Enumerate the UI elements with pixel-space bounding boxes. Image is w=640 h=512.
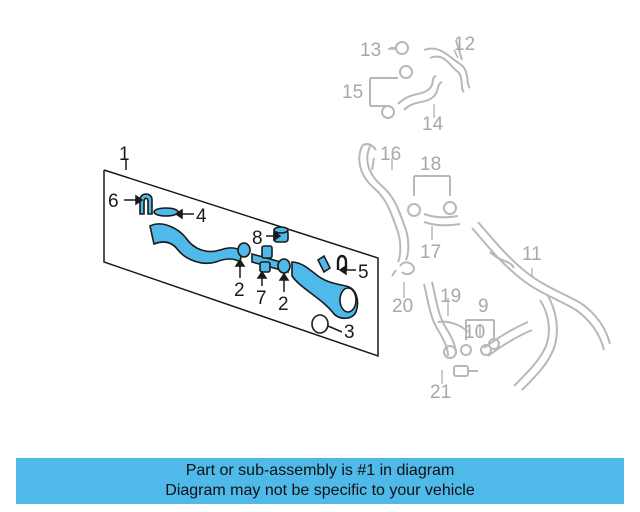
- callout-2-left: 2: [234, 280, 245, 301]
- part-20-clamp: [391, 261, 416, 277]
- info-banner: Part or sub-assembly is #1 in diagram Di…: [16, 458, 624, 504]
- part-21-sensor: [443, 345, 478, 377]
- main-callouts: 1 6 4 8 5 2 7 2 3: [108, 144, 369, 343]
- part-3-oring: [311, 314, 329, 334]
- callout-4: 4: [196, 206, 207, 227]
- part-outlet-mouth: [339, 287, 357, 313]
- callout-9: 9: [478, 296, 489, 317]
- callout-13: 13: [360, 40, 381, 61]
- callout-16: 16: [380, 144, 401, 165]
- part-13-clamp: [390, 41, 409, 55]
- part-18-clips: [407, 201, 457, 217]
- part-5-hose: [336, 254, 348, 270]
- callout-10: 10: [464, 322, 485, 343]
- part-9-hose: [480, 321, 533, 357]
- callout-5: 5: [358, 262, 369, 283]
- callout-14: 14: [422, 114, 444, 135]
- callout-11: 11: [522, 244, 542, 265]
- part-15-bracket: [369, 77, 398, 107]
- callout-21: 21: [430, 382, 451, 403]
- part-2-clamp-right: [277, 258, 291, 274]
- callout-18: 18: [420, 154, 441, 175]
- part-16-pipe: [358, 143, 410, 263]
- callout-2-right: 2: [278, 294, 289, 315]
- callout-6: 6: [108, 191, 119, 212]
- callout-8: 8: [252, 228, 263, 249]
- gray-parts-group: [358, 39, 611, 391]
- callout-7: 7: [256, 288, 267, 309]
- part-17-hose: [423, 213, 461, 227]
- parts-diagram: 13 12 15 14 16 18 17 11 20 19 9 10 21: [103, 34, 611, 403]
- callout-3: 3: [344, 322, 355, 343]
- banner-line-1: Part or sub-assembly is #1 in diagram: [185, 462, 455, 479]
- callout-15: 15: [342, 82, 363, 103]
- part-10-bracket: [465, 319, 495, 340]
- part-18-bracket: [413, 175, 451, 196]
- part-14-hose: [397, 75, 443, 111]
- callout-19: 19: [440, 286, 461, 307]
- gray-callouts: 13 12 15 14 16 18 17 11 20 19 9 10 21: [342, 34, 542, 403]
- callout-1: 1: [119, 144, 130, 165]
- part-10-clips: [460, 338, 500, 356]
- part-outlet-neck: [316, 254, 332, 274]
- banner-line-2: Diagram may not be specific to your vehi…: [165, 482, 475, 499]
- part-main-hose: [149, 223, 243, 265]
- part-15-clamps: [381, 65, 413, 119]
- callout-12: 12: [454, 34, 475, 55]
- part-12-hose: [423, 39, 471, 93]
- part-2-clamp-left: [237, 242, 251, 258]
- gray-leader-lines: [388, 48, 533, 384]
- part-6-hose: [139, 193, 153, 215]
- part-4-clamp: [153, 207, 179, 217]
- callout-17: 17: [420, 242, 441, 263]
- part-11-pipe: [471, 221, 611, 391]
- highlighted-parts-group: [139, 193, 359, 334]
- callout-20: 20: [392, 296, 413, 317]
- main-leader-lines: [124, 194, 356, 333]
